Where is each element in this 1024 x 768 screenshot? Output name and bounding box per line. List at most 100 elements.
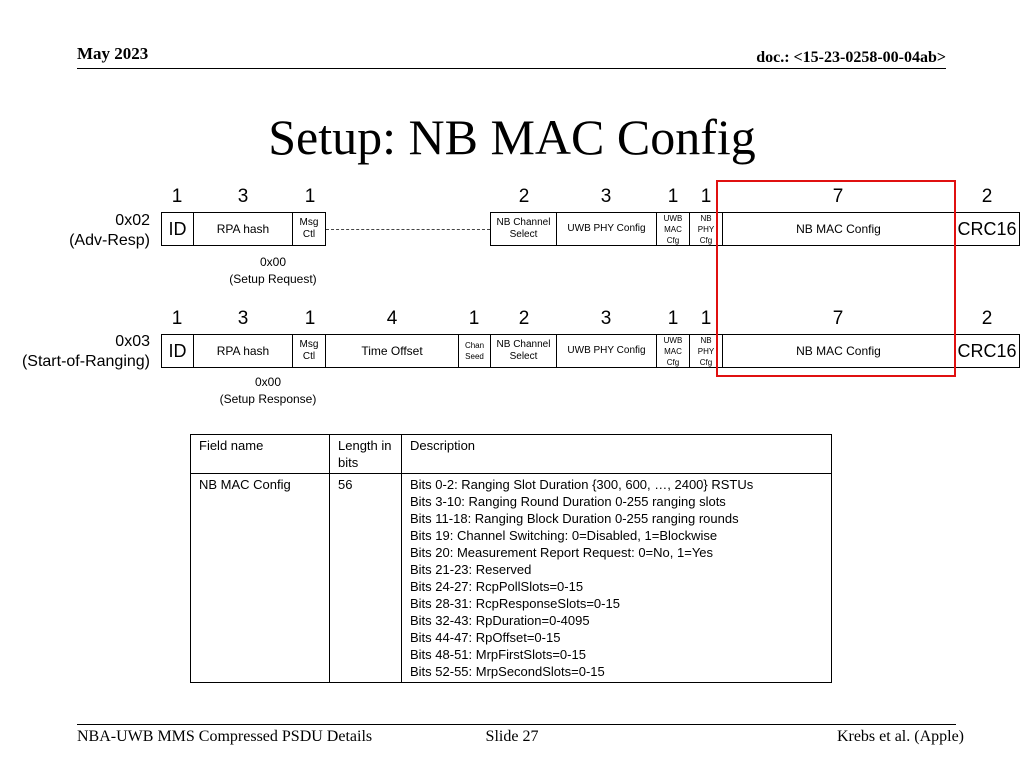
table-cell-description: Bits 0-2: Ranging Slot Duration {300, 60… — [401, 473, 832, 683]
nb-mac-config-highlight-box — [716, 180, 956, 377]
row2-note-value: 0x00 — [254, 375, 282, 389]
row2-nb-phy-line3: Cfg — [699, 357, 713, 367]
row1-label-id: 0x02 — [115, 212, 150, 229]
row2-size: 7 — [832, 308, 844, 329]
row1-rpa-hash-field: RPA hash — [193, 212, 293, 246]
row1-size: 1 — [667, 186, 679, 207]
footer-divider — [77, 724, 956, 725]
description-line: Bits 19: Channel Switching: 0=Disabled, … — [410, 528, 718, 543]
row2-size: 4 — [386, 308, 398, 329]
header-date: May 2023 — [77, 44, 149, 63]
row2-size: 3 — [600, 308, 612, 329]
row2-note-text: (Setup Response) — [219, 392, 317, 406]
row2-size: 2 — [981, 308, 993, 329]
row1-size: 2 — [981, 186, 993, 207]
row1-nb-phy-line2: PHY — [697, 224, 715, 234]
row1-label: 0x02 (Adv-Resp) — [40, 211, 150, 251]
description-line: Bits 24-27: RcpPollSlots=0-15 — [410, 579, 584, 594]
row2-size: 1 — [667, 308, 679, 329]
description-line: Bits 0-2: Ranging Slot Duration {300, 60… — [410, 477, 754, 492]
row1-nb-channel-line1: NB Channel — [496, 217, 551, 228]
row2-chan-seed-line2: Seed — [465, 352, 484, 361]
description-line: Bits 48-51: MrpFirstSlots=0-15 — [410, 647, 586, 662]
row1-note-value: 0x00 — [259, 255, 287, 269]
row1-uwb-mac-line1: UWB — [663, 213, 683, 223]
table-cell-field-name: NB MAC Config — [190, 473, 330, 683]
row1-crc16-field: CRC16 — [954, 212, 1020, 246]
row1-size: 7 — [832, 186, 844, 207]
row2-size: 1 — [304, 308, 316, 329]
row2-chan-seed-field: Chan Seed — [458, 334, 491, 368]
row2-uwb-mac-cfg-field: UWB MAC Cfg — [656, 334, 690, 368]
row2-nb-channel-line1: NB Channel — [496, 339, 551, 350]
row2-rpa-hash-field: RPA hash — [193, 334, 293, 368]
row1-size: 3 — [600, 186, 612, 207]
row2-msg-ctl-line2: Ctl — [302, 351, 316, 362]
row1-nb-phy-line1: NB — [700, 213, 712, 223]
row2-uwb-mac-line3: Cfg — [666, 357, 680, 367]
row1-omitted-fields-dashed-line — [326, 229, 490, 230]
description-line: Bits 21-23: Reserved — [410, 562, 532, 577]
row1-note-text: (Setup Request) — [229, 272, 317, 286]
footer-author: Krebs et al. (Apple) — [836, 728, 964, 745]
row2-msg-ctl-line1: Msg — [299, 339, 319, 350]
row1-uwb-mac-cfg-field: UWB MAC Cfg — [656, 212, 690, 246]
row1-msg-ctl-line1: Msg — [299, 217, 319, 228]
header-doc-id: doc.: <15-23-0258-00-04ab> — [756, 49, 946, 66]
row2-label-id: 0x03 — [115, 333, 150, 350]
row1-nb-channel-select-field: NB Channel Select — [490, 212, 557, 246]
row2-size: 3 — [237, 308, 249, 329]
row1-uwb-mac-line2: MAC — [664, 224, 682, 234]
row1-msg-ctl-field: Msg Ctl — [292, 212, 326, 246]
table-header-field-name: Field name — [190, 434, 330, 474]
row2-uwb-phy-config-field: UWB PHY Config — [556, 334, 657, 368]
table-header-row: Field name Length in bits Description — [190, 434, 832, 474]
row1-size: 1 — [304, 186, 316, 207]
row1-size: 2 — [518, 186, 530, 207]
description-line: Bits 28-31: RcpResponseSlots=0-15 — [410, 596, 620, 611]
row2-size: 1 — [468, 308, 480, 329]
row2-nb-phy-line2: PHY — [697, 346, 715, 356]
description-line: Bits 11-18: Ranging Block Duration 0-255… — [410, 511, 739, 526]
table-header-length: Length in bits — [329, 434, 402, 474]
row1-size: 1 — [700, 186, 712, 207]
table-cell-length: 56 — [329, 473, 402, 683]
header-divider — [77, 68, 946, 69]
row1-nb-mac-config-field: NB MAC Config — [722, 212, 955, 246]
row2-id-field: ID — [161, 334, 194, 368]
row1-size: 1 — [171, 186, 183, 207]
row2-size: 1 — [700, 308, 712, 329]
table-header-description: Description — [401, 434, 832, 474]
row2-nb-mac-config-field: NB MAC Config — [722, 334, 955, 368]
row2-label-name: (Start-of-Ranging) — [21, 353, 150, 370]
footer-left-text: NBA-UWB MMS Compressed PSDU Details — [77, 728, 373, 745]
row1-uwb-phy-config-field: UWB PHY Config — [556, 212, 657, 246]
table-row: NB MAC Config 56 Bits 0-2: Ranging Slot … — [190, 473, 832, 683]
row1-msg-ctl-note: 0x00 (Setup Request) — [218, 254, 328, 288]
row2-msg-ctl-field: Msg Ctl — [292, 334, 326, 368]
row2-nb-channel-select-field: NB Channel Select — [490, 334, 557, 368]
row1-size: 3 — [237, 186, 249, 207]
row1-nb-channel-line2: Select — [509, 229, 538, 240]
row2-uwb-mac-line1: UWB — [663, 335, 683, 345]
row1-id-field: ID — [161, 212, 194, 246]
row1-label-name: (Adv-Resp) — [69, 232, 150, 249]
row2-nb-channel-line2: Select — [509, 351, 538, 362]
row2-nb-phy-line1: NB — [700, 335, 712, 345]
slide-title: Setup: NB MAC Config — [268, 109, 756, 165]
description-line: Bits 3-10: Ranging Round Duration 0-255 … — [410, 494, 726, 509]
row2-label: 0x03 (Start-of-Ranging) — [4, 332, 150, 372]
description-line: Bits 20: Measurement Report Request: 0=N… — [410, 545, 714, 560]
row2-uwb-mac-line2: MAC — [664, 346, 682, 356]
row2-size: 1 — [171, 308, 183, 329]
row2-size: 2 — [518, 308, 530, 329]
field-description-table: Field name Length in bits Description NB… — [190, 434, 832, 683]
row2-chan-seed-line1: Chan — [464, 341, 485, 350]
description-line: Bits 32-43: RpDuration=0-4095 — [410, 613, 590, 628]
row1-msg-ctl-line2: Ctl — [302, 229, 316, 240]
row2-msg-ctl-note: 0x00 (Setup Response) — [208, 374, 328, 408]
row1-uwb-mac-line3: Cfg — [666, 235, 680, 245]
row2-time-offset-field: Time Offset — [325, 334, 459, 368]
footer-slide-number: Slide 27 — [485, 728, 539, 745]
row1-nb-phy-line3: Cfg — [699, 235, 713, 245]
